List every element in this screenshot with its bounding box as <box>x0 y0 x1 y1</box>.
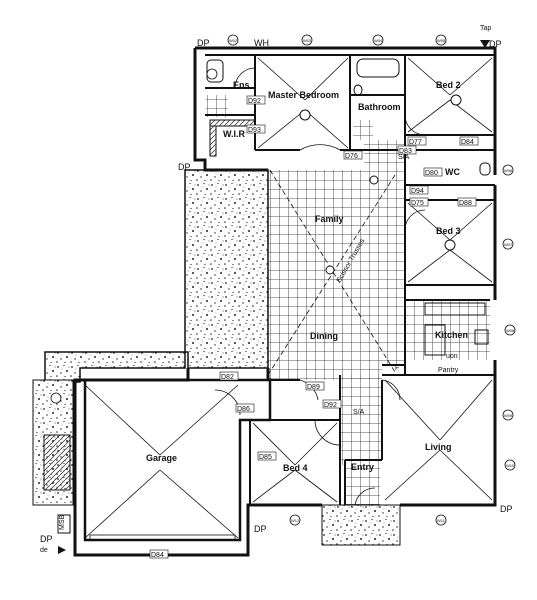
ensuite-shower <box>206 95 228 117</box>
wir-shelving-side <box>209 125 217 157</box>
dp-label-top-right: DP <box>489 39 502 49</box>
window-tag: W11 <box>437 518 446 523</box>
door-tag: D82 <box>221 374 234 381</box>
room-label-living: Living <box>425 442 452 452</box>
window-tag: W10 <box>506 463 515 468</box>
window-tag: W07 <box>504 242 513 247</box>
dp-label-left: DP <box>178 162 191 172</box>
door-tag: D75 <box>411 200 424 207</box>
dp-label-bottom: DP <box>254 524 267 534</box>
sa-label-hall: S/A <box>353 409 365 416</box>
window-tag: W03 <box>303 38 312 43</box>
room-label-bed3: Bed 3 <box>436 226 461 236</box>
meter-box <box>57 514 71 534</box>
dp-label-bottom-right: DP <box>500 504 513 514</box>
door-tag: D84 <box>151 552 164 559</box>
kitchen-bench <box>424 302 486 316</box>
bedroom-outlines <box>252 57 493 503</box>
door-tag: D88 <box>459 200 472 207</box>
room-label-ens: Ens <box>233 80 250 90</box>
porch-paving <box>321 504 401 546</box>
window-tag: W04 <box>374 38 383 43</box>
window-tag: W02 <box>229 38 238 43</box>
cooktop <box>474 329 489 345</box>
door-tag: D93 <box>248 127 261 134</box>
room-label-family: Family <box>315 214 344 224</box>
bathtub <box>356 58 400 78</box>
tiled-floor <box>206 95 490 507</box>
door-tag: D77 <box>409 139 422 146</box>
window-tag: W12 <box>291 518 300 523</box>
room-label-bathroom: Bathroom <box>358 102 401 112</box>
hall-tiles <box>340 375 382 465</box>
tap-label: Tap <box>480 25 491 32</box>
room-label-wc: WC <box>445 167 460 177</box>
window-tag-labels: W02 W03 W04 W05 W06 W07 W08 W09 W10 W11 … <box>229 38 515 523</box>
room-label-garage: Garage <box>146 453 177 463</box>
sa-label-laundry: S/A <box>398 154 410 161</box>
light-fixtures <box>299 94 462 275</box>
fixtures <box>43 58 491 534</box>
room-label-master-bedroom: Master Bedroom <box>268 90 339 100</box>
window-tag: W05 <box>437 38 446 43</box>
uon-label: uon <box>446 353 458 360</box>
door-tag: D76 <box>345 153 358 160</box>
laundry-tiles <box>364 140 404 170</box>
living-outline <box>384 379 493 501</box>
room-label-bed4: Bed 4 <box>283 463 308 473</box>
entry-tiles <box>345 465 380 507</box>
wc-pan <box>479 162 491 176</box>
window-tags <box>50 34 516 526</box>
room-label-dining: Dining <box>310 331 338 341</box>
kitchen-island <box>424 324 446 356</box>
door-tag: D89 <box>307 384 320 391</box>
msb-label: MSB <box>59 515 66 531</box>
door-tag: D83 <box>399 148 412 155</box>
wh-label: WH <box>254 38 269 48</box>
window-tag: W09 <box>504 413 513 418</box>
door-tag: D94 <box>411 188 424 195</box>
room-label-kitchen: Kitchen <box>435 330 468 340</box>
door-tag: D80 <box>425 170 438 177</box>
dp-label-garage: DP <box>40 534 53 544</box>
garage-outline <box>84 384 239 541</box>
room-label-entry: Entry <box>351 462 374 472</box>
door-tag: D86 <box>237 406 250 413</box>
room-label-pantry: Pantry <box>438 367 459 374</box>
dp-label-top-left: DP <box>197 38 210 48</box>
basin <box>353 84 363 96</box>
alfresco-paving <box>44 169 269 421</box>
f-label: F <box>395 365 399 372</box>
ensuite-vanity <box>206 59 224 83</box>
window-tag: W06 <box>504 168 513 173</box>
dp-markers <box>58 40 490 554</box>
bath-shower <box>353 120 373 140</box>
wir-shelving <box>209 119 256 127</box>
room-label-wir: W.I.R <box>223 129 245 139</box>
window-tag: W08 <box>506 328 515 333</box>
room-labels: Ens Master Bedroom Bed 2 Bathroom W.I.R … <box>146 80 468 473</box>
de-label: de <box>40 547 48 554</box>
family-dining-tiles <box>268 170 405 380</box>
door-tag: D84 <box>461 139 474 146</box>
door-tags: D92 D93 D76 D77 D84 D83 D80 D94 D75 D88 … <box>149 95 479 559</box>
door-tag: D92 <box>248 98 261 105</box>
stairs <box>43 434 71 491</box>
door-tag: D85 <box>259 454 272 461</box>
door-tag: D92 <box>324 402 337 409</box>
room-label-bed2: Bed 2 <box>436 80 461 90</box>
